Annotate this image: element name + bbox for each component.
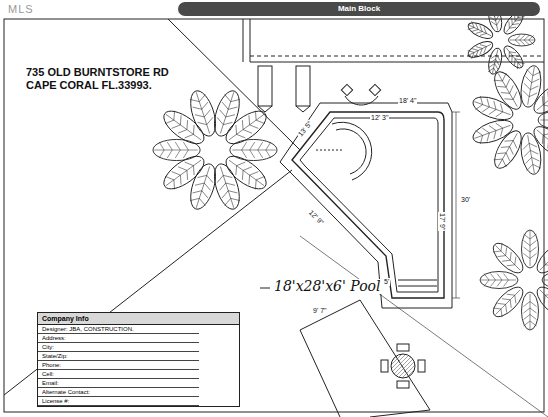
palm-leaf	[230, 139, 277, 160]
property-line	[250, 62, 544, 63]
palm-leaf	[522, 230, 539, 268]
patio-chair	[397, 381, 409, 388]
parking-strip	[258, 106, 310, 112]
palm-leaf	[518, 131, 544, 175]
palm-leaf	[221, 105, 272, 150]
palm-leaf	[186, 161, 221, 212]
property-line	[250, 56, 544, 57]
dimension-label: 5'	[383, 278, 390, 286]
palm-leaf	[501, 43, 527, 71]
palm-leaf	[532, 282, 548, 321]
box-heading: Company Info	[38, 313, 239, 325]
form-field: State/Zip:	[38, 352, 199, 361]
dimension-label: 12' 3"	[370, 114, 389, 122]
chair-path	[345, 96, 378, 105]
dimension-line	[452, 112, 460, 113]
parking-strip	[258, 66, 272, 106]
address-label: 735 OLD BURNTSTORE RD CAPE CORAL FL.3399…	[26, 66, 176, 92]
palm-leaf	[159, 150, 210, 195]
page-frame	[4, 19, 544, 412]
palm-leaf	[470, 116, 516, 148]
palm-leaf	[466, 38, 495, 60]
palm-leaf	[480, 272, 518, 289]
spa	[332, 122, 372, 180]
pool-step	[398, 286, 437, 287]
leader-line	[260, 288, 270, 289]
dimension-label: 30'	[460, 196, 471, 204]
form-field: Phone:	[38, 361, 199, 370]
chair	[369, 84, 380, 95]
palm-leaf	[532, 239, 548, 278]
palm-leaf	[529, 121, 548, 162]
chair	[341, 84, 352, 95]
patio-chair	[381, 360, 388, 372]
palm-leaf	[221, 150, 272, 195]
patio-chair	[397, 344, 409, 351]
diagonal-line	[4, 170, 292, 395]
parking-strip	[296, 66, 310, 106]
palm-leaf	[529, 77, 548, 118]
form-field: Cell:	[38, 370, 199, 379]
palm-leaf	[153, 139, 200, 160]
form-field: Alternate Contact:	[38, 388, 199, 397]
patio	[300, 330, 340, 417]
form-field: License #:	[38, 397, 199, 406]
property-line	[243, 19, 244, 62]
title-bar: Main Block	[178, 2, 540, 16]
palm-leaf	[466, 19, 495, 41]
patio	[300, 300, 430, 417]
pool-edge	[300, 118, 438, 292]
dimension-label: 9' 7"	[312, 307, 328, 315]
pool-coping	[292, 112, 444, 298]
dimension-line	[452, 298, 460, 299]
palm-leaf	[210, 88, 245, 139]
palm-leaf	[159, 105, 210, 150]
dimension-line	[456, 112, 457, 298]
dimension-label: 17' 9"	[438, 212, 446, 231]
palm-leaf	[508, 34, 535, 46]
company-info-box: Company InfoDesigner: JBA, CONSTRUCTION.…	[37, 312, 240, 407]
palm-leaf	[518, 64, 544, 108]
diagonal-line	[300, 236, 548, 417]
form-field: Address:	[38, 334, 199, 343]
dimension-label: 12' 9"	[307, 208, 326, 227]
watermark: MLS	[8, 3, 34, 15]
palm-leaf	[522, 292, 539, 330]
spa	[336, 129, 366, 174]
trees	[153, 5, 548, 330]
form-field: City:	[38, 343, 199, 352]
pool-deck	[280, 103, 452, 308]
pool-step	[398, 280, 437, 281]
form-field: Email:	[38, 379, 199, 388]
spa	[316, 150, 344, 151]
form-field: Designer: JBA, CONSTRUCTION.	[38, 325, 199, 334]
palm-leaf	[542, 272, 548, 289]
patio-chair	[418, 360, 425, 372]
palm-leaf	[470, 92, 516, 124]
patio-table	[391, 354, 415, 378]
dimension-label: 18' 4"	[398, 97, 417, 105]
pool-label: 18'x28'x6' Pool	[272, 279, 383, 294]
title-text: Main Block	[184, 4, 534, 14]
